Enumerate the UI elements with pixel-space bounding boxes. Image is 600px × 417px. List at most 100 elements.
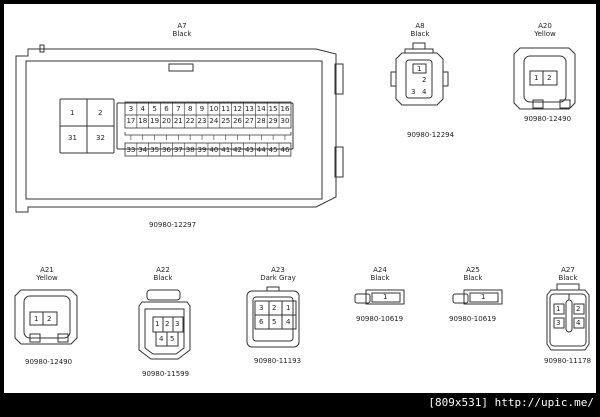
a7-pin: 44 [256, 146, 266, 154]
a7-pin: 24 [209, 117, 219, 125]
a7-pin: 18 [138, 117, 148, 125]
a7-pin: 34 [138, 146, 148, 154]
a7-pin: 40 [209, 146, 219, 154]
connector-a22-id: A22 [156, 266, 170, 274]
a7-pin: 13 [244, 105, 254, 113]
connector-a27-part-number: 90980-11178 [544, 357, 592, 365]
a22-pin: 5 [170, 335, 175, 343]
connector-a25-color: Black [463, 274, 483, 282]
connector-a8-body [390, 42, 449, 106]
connector-a25-part-number: 90980-10619 [449, 315, 497, 323]
a7-pin: 31 [68, 134, 77, 142]
a27-pin: 2 [576, 305, 581, 313]
a7-pin: 35 [150, 146, 160, 154]
connector-a20-id: A20 [538, 22, 552, 30]
connector-a22-part-number: 90980-11599 [142, 370, 190, 378]
a23-pin: 6 [259, 318, 264, 326]
connector-a24-label: A24 Black [360, 266, 400, 282]
a20-pin: 1 [534, 74, 539, 82]
a7-pin: 42 [233, 146, 243, 154]
connector-a21-part-number: 90980-12490 [25, 358, 73, 366]
connector-drawings [14, 42, 590, 360]
a7-pin: 32 [96, 134, 105, 142]
a8-pin: 3 [411, 88, 416, 96]
a7-pin: 5 [152, 105, 157, 113]
connector-a8-part-number: 90980-12294 [407, 131, 455, 139]
a8-pin: 2 [422, 76, 427, 84]
a27-pin: 3 [556, 319, 561, 327]
a7-pin: 17 [126, 117, 136, 125]
a7-pin: 38 [185, 146, 195, 154]
a7-pin: 14 [256, 105, 266, 113]
a7-pin: 20 [162, 117, 171, 125]
connector-a7-part-number: 90980-12297 [149, 221, 197, 229]
connector-a24-body [354, 289, 405, 305]
a7-pin: 19 [150, 117, 160, 125]
a7-pin: 8 [187, 105, 193, 113]
connector-a25-id: A25 [466, 266, 480, 274]
a7-pin: 29 [268, 117, 278, 125]
connector-a27-id: A27 [561, 266, 575, 274]
a7-pin: 11 [221, 105, 231, 113]
connector-a23-id: A23 [271, 266, 285, 274]
a7-pin: 27 [244, 117, 254, 125]
a7-pin: 9 [199, 105, 205, 113]
connector-a23-part-number: 90980-11193 [254, 357, 302, 365]
a22-pin: 3 [175, 320, 180, 328]
a7-pin: 10 [209, 105, 219, 113]
a7-pin: 23 [197, 117, 207, 125]
connector-a7-id: A7 [177, 22, 187, 30]
connector-a21-id: A21 [40, 266, 54, 274]
a23-pin: 3 [259, 304, 264, 312]
a22-pin: 1 [155, 320, 160, 328]
connector-a23-body [246, 286, 300, 348]
a7-pin: 21 [173, 117, 183, 125]
a7-pin: 7 [176, 105, 181, 113]
a7-pin: 1 [70, 109, 75, 117]
a20-pin: 2 [547, 74, 552, 82]
a7-pin: 26 [233, 117, 243, 125]
a7-pin: 3 [128, 105, 134, 113]
a7-pin: 33 [126, 146, 136, 154]
a7-pin: 4 [140, 105, 145, 113]
connector-a27-body [546, 283, 590, 351]
connector-a20-part-number: 90980-12490 [524, 115, 572, 123]
connector-a8-id: A8 [415, 22, 425, 30]
a25-pin: 1 [481, 293, 486, 301]
footer-text: [809x531] http://upic.me/ [428, 396, 594, 409]
connector-a21-body [14, 289, 78, 345]
a24-pin: 1 [383, 293, 388, 301]
a7-pin: 15 [268, 105, 278, 113]
a23-pin: 4 [286, 318, 291, 326]
connector-a22-body [138, 289, 191, 360]
a7-pin: 30 [280, 117, 290, 125]
connector-a27-color: Black [558, 274, 578, 282]
a7-pin: 37 [173, 146, 183, 154]
connector-a25-body [452, 289, 503, 305]
a7-pin: 41 [221, 146, 231, 154]
a22-pin: 2 [165, 320, 170, 328]
a23-pin: 5 [272, 318, 277, 326]
connector-a20-color: Yellow [534, 30, 556, 38]
a7-pin: 46 [280, 146, 290, 154]
image-host-footer: [809x531] http://upic.me/ [0, 393, 600, 413]
a7-pin: 16 [280, 105, 290, 113]
connector-a24-id: A24 [373, 266, 387, 274]
a8-pin: 4 [422, 88, 427, 96]
a7-pin: 28 [256, 117, 266, 125]
a7-pin: 6 [164, 105, 169, 113]
a21-pin: 1 [34, 315, 39, 323]
a7-pin: 12 [233, 105, 243, 113]
a7-pin: 22 [185, 117, 195, 125]
connector-a22-label: A22 Black [143, 266, 183, 282]
connector-a24-part-number: 90980-10619 [356, 315, 404, 323]
connector-a20-body [513, 47, 576, 110]
a21-pin: 2 [47, 315, 52, 323]
connector-a8-color: Black [410, 30, 430, 38]
a7-pin: 25 [221, 117, 231, 125]
a7-pin: 45 [268, 146, 278, 154]
connector-a20-label: A20 Yellow [525, 22, 565, 38]
connector-a7-color: Black [172, 30, 192, 38]
a22-pin: 4 [159, 335, 164, 343]
connector-a24-color: Black [370, 274, 390, 282]
